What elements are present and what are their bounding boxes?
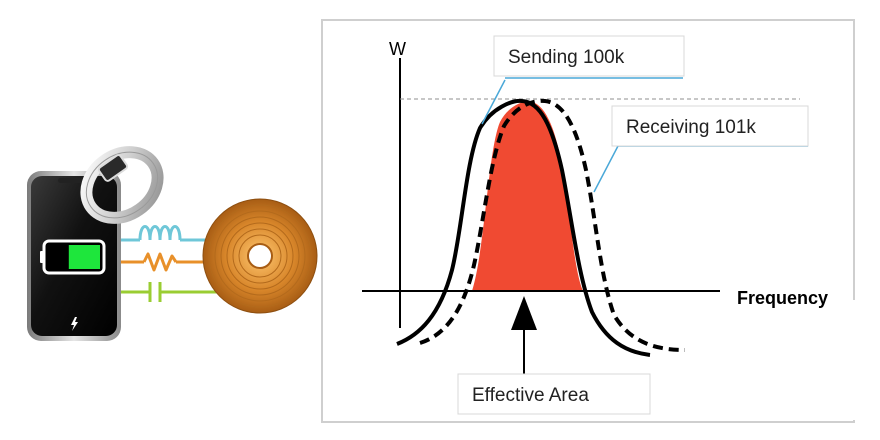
receiving-curve xyxy=(419,98,686,352)
receiving-callout-label: Receiving 101k xyxy=(626,117,756,138)
lightning-bolt-icon xyxy=(71,317,78,331)
y-axis-label: W xyxy=(389,39,406,59)
graph-frame xyxy=(321,19,855,423)
charging-illustration xyxy=(27,146,318,341)
smartphone-icon xyxy=(27,171,121,341)
smart-ring-icon xyxy=(80,146,164,224)
effective-area-arrow xyxy=(511,296,537,330)
battery-level-fill xyxy=(68,245,100,269)
resonance-graph: W Frequency Sending 100k Receiving 101k … xyxy=(321,19,857,423)
sending-callout-label: Sending 100k xyxy=(508,47,625,68)
sending-curve xyxy=(396,98,651,357)
effective-area-callout-label: Effective Area xyxy=(472,385,589,406)
battery-icon xyxy=(40,239,106,275)
charging-coil-icon xyxy=(202,198,318,314)
x-axis-label: Frequency xyxy=(737,288,828,308)
